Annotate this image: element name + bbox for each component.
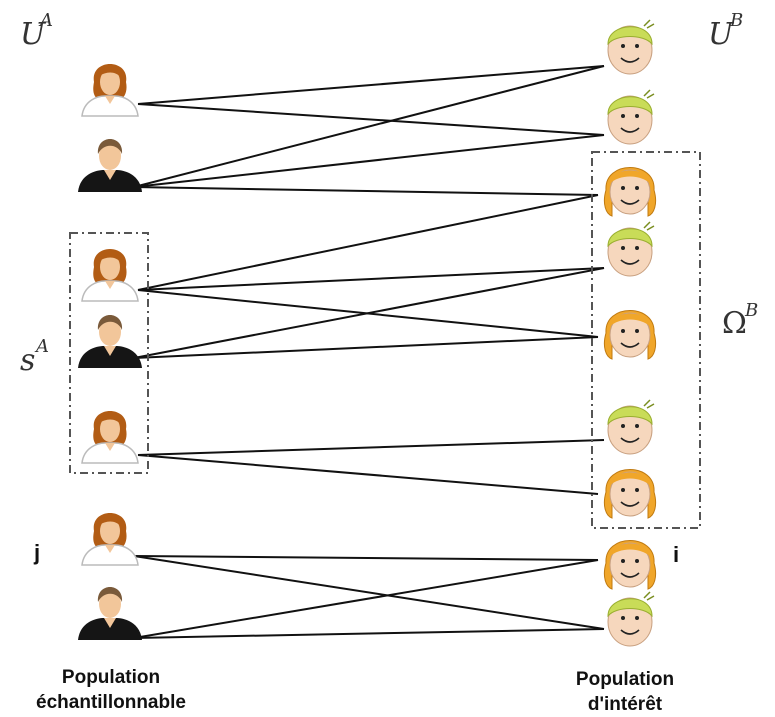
caption-right: Population d'intérêt	[576, 669, 674, 715]
svg-text:s: s	[20, 343, 35, 378]
girl-face-icon	[603, 167, 657, 217]
svg-text:U: U	[20, 17, 47, 52]
boy-face-icon	[607, 399, 655, 455]
boy-face-icon	[607, 89, 655, 145]
woman-icon	[81, 64, 139, 117]
girl-face-icon	[603, 540, 657, 590]
man-icon	[78, 139, 142, 192]
boy-face-icon	[607, 19, 655, 75]
boy-face-icon	[607, 591, 655, 647]
caption-right-line2: d'intérêt	[588, 694, 663, 715]
left-people	[78, 64, 142, 640]
link-line	[137, 65, 605, 105]
woman-icon	[81, 411, 139, 464]
svg-text:A: A	[34, 336, 49, 357]
svg-text:B: B	[729, 10, 743, 31]
man-icon	[78, 587, 142, 640]
subpopulation-omegaB-box	[591, 151, 701, 529]
sample-sA-box	[69, 232, 149, 474]
label-UB: U B	[708, 10, 743, 52]
girl-face-icon	[603, 469, 657, 519]
link-line	[137, 439, 605, 456]
link-line	[133, 559, 599, 639]
link-line	[133, 186, 599, 196]
woman-icon	[81, 249, 139, 302]
svg-text:Ω: Ω	[722, 306, 747, 341]
link-line	[137, 194, 599, 291]
caption-right-line1: Population	[576, 669, 674, 690]
girl-face-icon	[603, 310, 657, 360]
link-line	[133, 336, 599, 359]
link-line	[133, 134, 605, 188]
svg-text:A: A	[38, 10, 53, 31]
link-line	[137, 267, 605, 291]
link-line	[133, 555, 599, 561]
label-UA: U A	[20, 10, 53, 52]
svg-text:B: B	[744, 300, 758, 321]
boy-face-icon	[607, 221, 655, 277]
link-line	[133, 555, 605, 630]
right-people	[603, 19, 657, 647]
label-OmegaB: Ω B	[722, 300, 758, 341]
links-layer	[133, 65, 605, 639]
label-i: i	[673, 542, 679, 567]
link-line	[133, 628, 605, 639]
caption-left-line1: Population	[62, 667, 160, 688]
woman-icon	[81, 513, 139, 566]
label-j: j	[33, 540, 40, 565]
label-sA: s A	[20, 336, 49, 378]
caption-left-line2: échantillonnable	[36, 692, 186, 713]
svg-text:U: U	[708, 17, 735, 52]
link-line	[133, 267, 605, 359]
link-line	[137, 454, 599, 495]
caption-left: Population échantillonnable	[36, 667, 186, 713]
link-line	[137, 103, 605, 136]
link-line	[133, 65, 605, 188]
man-icon	[78, 315, 142, 368]
